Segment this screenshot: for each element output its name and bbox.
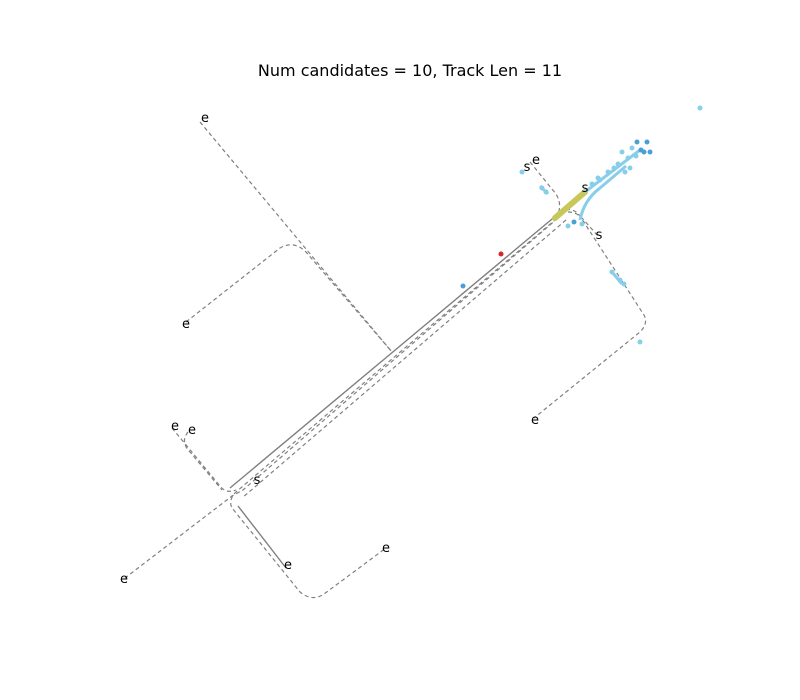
track-point <box>621 281 627 287</box>
track-point <box>571 219 577 225</box>
track-point <box>605 169 611 175</box>
track-points <box>460 105 703 345</box>
candidate-paths <box>124 121 647 599</box>
figure-title: Num candidates = 10, Track Len = 11 <box>258 61 562 80</box>
track-point <box>633 153 639 159</box>
start-label: s <box>582 181 589 196</box>
end-label: e <box>120 572 128 587</box>
track-point <box>697 105 703 111</box>
track-point <box>539 185 545 191</box>
track-point <box>637 339 643 345</box>
track-point <box>619 149 625 155</box>
track-point <box>543 189 549 195</box>
track-point <box>617 277 623 283</box>
end-label: e <box>182 317 190 332</box>
matched-route-branch <box>237 505 287 569</box>
track-point <box>641 149 647 155</box>
matched-route <box>229 213 559 489</box>
candidate-path-6 <box>171 427 237 492</box>
candidate-path-7 <box>183 431 223 491</box>
track-point <box>615 161 621 167</box>
track-point <box>611 165 617 171</box>
highlight-segment <box>552 189 588 221</box>
track-point <box>634 139 640 145</box>
end-label: e <box>382 541 390 556</box>
track-point <box>460 283 466 289</box>
track-point <box>629 145 635 151</box>
track-point <box>589 181 595 187</box>
end-label: e <box>531 413 539 428</box>
track-point <box>579 221 585 227</box>
track-point <box>647 149 653 155</box>
candidate-path-1 <box>124 217 559 579</box>
candidate-path-9 <box>567 211 599 237</box>
track-point <box>609 269 615 275</box>
end-label: e <box>201 111 209 126</box>
end-label: e <box>171 419 179 434</box>
track-point <box>597 177 603 183</box>
track-point <box>627 165 633 171</box>
track-point <box>519 169 525 175</box>
start-label: s <box>254 473 261 488</box>
candidate-path-2 <box>199 121 393 353</box>
candidate-path-3 <box>185 244 393 353</box>
track-point <box>565 223 571 229</box>
outlier-point <box>498 251 504 257</box>
track-point <box>625 155 631 161</box>
candidate-path-10 <box>533 209 647 419</box>
candidate-path-8 <box>529 161 561 215</box>
end-label: e <box>188 423 196 438</box>
selected-path <box>229 213 559 569</box>
track-point <box>622 169 628 175</box>
end-label: e <box>532 153 540 168</box>
start-label: s <box>596 228 603 243</box>
track-curve-2 <box>578 164 627 221</box>
track-point <box>644 139 650 145</box>
candidate-path-5 <box>241 219 567 499</box>
end-label: e <box>284 558 292 573</box>
start-label: s <box>524 160 531 175</box>
candidate-path-4 <box>230 213 563 599</box>
